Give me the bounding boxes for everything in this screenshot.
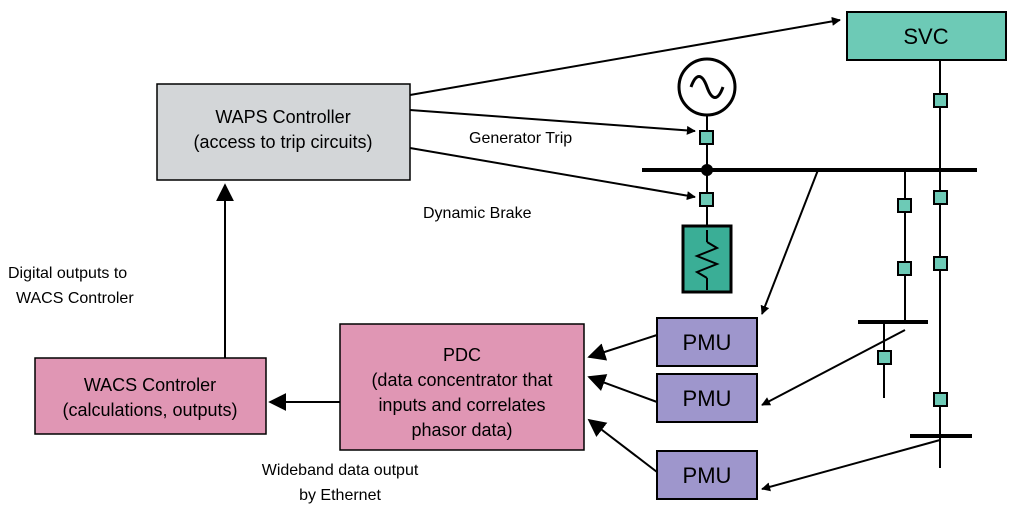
wacs-line-2: (calculations, outputs) xyxy=(62,400,237,420)
pmu-box-1 xyxy=(656,317,758,367)
wacs-line-1: WACS Controler xyxy=(84,375,216,395)
pdc-line-4: phasor data) xyxy=(411,420,512,440)
arrow-branch-to-pmu-2 xyxy=(761,329,906,406)
svc-label: SVC xyxy=(903,24,948,49)
breaker-lower-feeder xyxy=(877,350,892,365)
wideband-label-2: by Ethernet xyxy=(299,487,381,504)
breaker-brake xyxy=(699,192,714,207)
breaker-svc-bottom xyxy=(933,392,948,407)
pdc-box xyxy=(339,323,585,451)
pdc-line-1: PDC xyxy=(443,345,481,365)
digital-outputs-label-1: Digital outputs to xyxy=(8,265,127,282)
generator-icon xyxy=(677,57,737,117)
svc-box xyxy=(846,11,1007,61)
breakers xyxy=(699,93,948,407)
breaker-svc xyxy=(933,93,948,108)
arrow-lower-bus-to-pmu-3 xyxy=(761,439,941,492)
pmu-box-2 xyxy=(656,373,758,423)
generator-trip-label: Generator Trip xyxy=(469,130,572,147)
breaker-branch-mid xyxy=(897,261,912,276)
pdc-line-2: (data concentrator that xyxy=(371,370,552,390)
arrow-pmu-1-to-pdc xyxy=(587,334,658,361)
arrow-waps-to-brake-breaker xyxy=(409,147,696,201)
arrow-pmu-2-to-pdc xyxy=(587,374,658,403)
breaker-branch-top xyxy=(897,198,912,213)
digital-outputs-label-2: WACS Controler xyxy=(16,290,134,307)
dynamic-brake-label: Dynamic Brake xyxy=(423,205,532,222)
dynamic-brake-resistor-icon xyxy=(681,224,733,294)
pmu-label-3: PMU xyxy=(683,463,732,488)
wacs-controler-box xyxy=(34,357,267,435)
wideband-label-1: Wideband data output xyxy=(262,462,419,479)
arrow-waps-to-generator-breaker xyxy=(409,109,696,135)
waps-line-2: (access to trip circuits) xyxy=(193,132,372,152)
breaker-generator xyxy=(699,130,714,145)
pmu-label-2: PMU xyxy=(683,386,732,411)
waps-controller-box xyxy=(156,83,411,181)
pdc-line-3: inputs and correlates xyxy=(378,395,545,415)
arrow-pmu-3-to-pdc xyxy=(587,418,658,473)
arrow-bus-to-pmu-1 xyxy=(760,169,819,315)
breaker-svc-low xyxy=(933,256,948,271)
pmu-label-1: PMU xyxy=(683,330,732,355)
arrow-waps-to-svc xyxy=(409,16,841,96)
waps-line-1: WAPS Controller xyxy=(215,107,350,127)
bus-junction-dot xyxy=(701,164,713,176)
pmu-box-3 xyxy=(656,450,758,500)
breaker-svc-mid xyxy=(933,190,948,205)
